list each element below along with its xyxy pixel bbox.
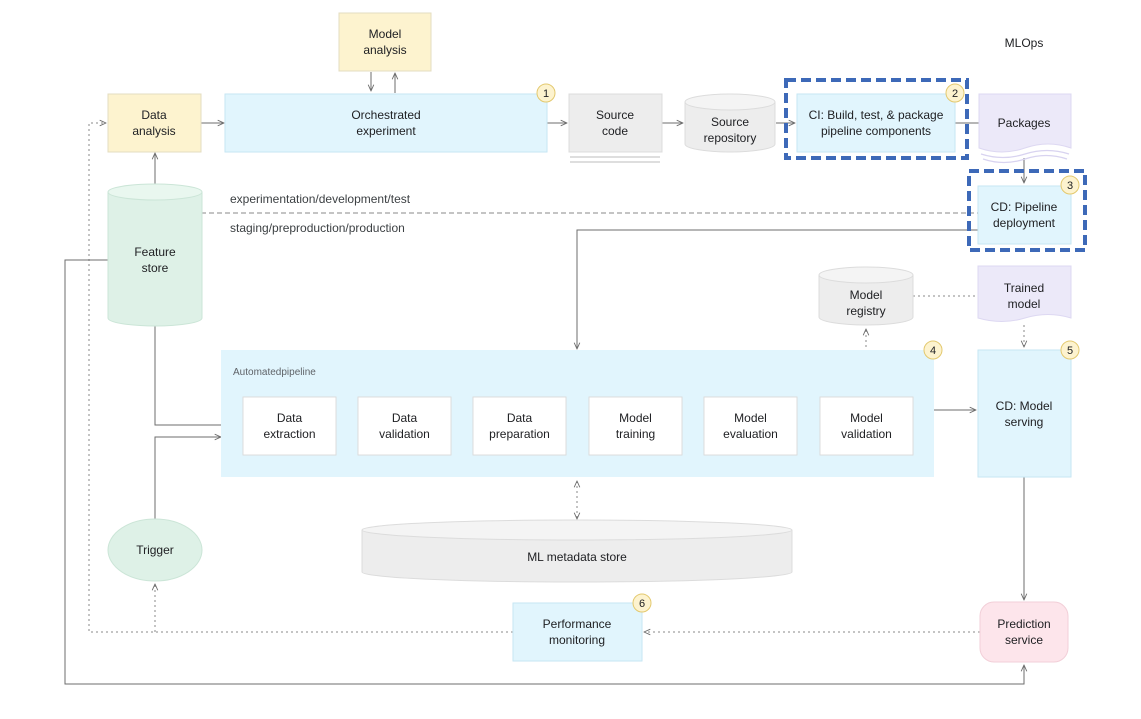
env-label-experimentation: experimentation/development/test: [230, 192, 411, 206]
pipeline-step-label: validation: [379, 427, 430, 441]
node-label: CD: Model: [996, 399, 1053, 413]
node-label: code: [602, 124, 628, 138]
step-badge-2: 2: [945, 83, 965, 103]
env-label-production: staging/preproduction/production: [230, 221, 405, 235]
pipeline-step-label: Data: [277, 411, 303, 425]
node-label: store: [142, 261, 169, 275]
badge-number: 6: [639, 598, 645, 610]
node-label: Source: [711, 115, 749, 129]
node-label: Trigger: [136, 543, 174, 557]
pipeline-step: Model validation: [819, 396, 914, 456]
node-label: Source: [596, 108, 634, 122]
node-label: CI: Build, test, & package: [809, 108, 944, 122]
node-label: Model: [369, 27, 402, 41]
automated-pipeline-container: Automatedpipeline: [221, 350, 934, 477]
node-label: serving: [1005, 415, 1044, 429]
connectors: [64, 72, 1024, 685]
source-repository-cylinder: Source repository: [684, 93, 776, 153]
step-badge-4: 4: [923, 340, 943, 360]
highlight-frame: [784, 78, 969, 160]
node-label: registry: [846, 304, 885, 318]
orchestrated-experiment-box: Orchestrated experiment: [224, 93, 548, 153]
pipeline-step: Model evaluation: [703, 396, 798, 456]
pipeline-step-label: validation: [841, 427, 892, 441]
cd-pipeline-deployment-box: CD: Pipeline deployment: [967, 169, 1087, 252]
step-badge-6: 6: [632, 593, 652, 613]
model-analysis-box: Model analysis: [338, 12, 432, 72]
model-registry-cylinder: Model registry: [818, 266, 914, 326]
node-label: Model: [850, 288, 883, 302]
step-badges: 1 2 3 4 5 6: [536, 83, 1080, 613]
ml-metadata-store-cylinder: ML metadata store: [361, 519, 793, 583]
pipeline-step-label: Model: [850, 411, 883, 425]
highlight-frame: [967, 169, 1087, 252]
source-code-box: Source code: [568, 93, 663, 163]
performance-monitoring-box: Performance monitoring: [512, 602, 643, 662]
prediction-service-box: Prediction service: [979, 601, 1069, 663]
node-label: Orchestrated: [351, 108, 420, 122]
pipeline-step: Data preparation: [472, 396, 567, 456]
cd-model-serving-box: CD: Model serving: [977, 349, 1072, 478]
pipeline-label: Automatedpipeline: [233, 367, 316, 378]
node-label: Prediction: [997, 617, 1050, 631]
node-label: analysis: [363, 43, 406, 57]
packages-box: Packages: [978, 93, 1072, 164]
node-label: Packages: [998, 116, 1051, 130]
trained-model-box: Trained model: [977, 265, 1072, 322]
node-label: pipeline components: [821, 124, 931, 138]
pipeline-step: Data validation: [357, 396, 452, 456]
pipeline-step-label: training: [616, 427, 655, 441]
pipeline-step-label: Data: [507, 411, 533, 425]
feature-store-cylinder: Feature store: [107, 183, 203, 327]
node-label: Trained: [1004, 281, 1044, 295]
pipeline-step-label: preparation: [489, 427, 550, 441]
data-analysis-box: Data analysis: [107, 93, 202, 153]
step-badge-3: 3: [1060, 175, 1080, 195]
trigger-ellipse: Trigger: [107, 518, 203, 582]
pipeline-step: Model training: [588, 396, 683, 456]
pipeline-step-label: Model: [619, 411, 652, 425]
ci-build-box: CI: Build, test, & package pipeline comp…: [784, 78, 969, 160]
node-label: monitoring: [549, 633, 605, 647]
badge-number: 5: [1067, 345, 1073, 357]
badge-number: 3: [1067, 180, 1073, 192]
pipeline-step-label: evaluation: [723, 427, 778, 441]
pipeline-step-label: extraction: [263, 427, 315, 441]
node-label: experiment: [356, 124, 416, 138]
badge-number: 4: [930, 345, 936, 357]
node-label: service: [1005, 633, 1043, 647]
node-label: deployment: [993, 216, 1056, 230]
step-badge-5: 5: [1060, 340, 1080, 360]
badge-number: 2: [952, 88, 958, 100]
badge-number: 1: [543, 88, 549, 100]
pipeline-step-label: Model: [734, 411, 767, 425]
step-badge-1: 1: [536, 83, 556, 103]
diagram-title: MLOps: [1005, 36, 1044, 50]
node-label: analysis: [132, 124, 175, 138]
pipeline-steps: Data extraction Data validation Data preparat…: [242, 396, 914, 456]
node-label: repository: [704, 131, 757, 145]
node-label: CD: Pipeline: [991, 200, 1058, 214]
node-label: Data: [141, 108, 167, 122]
node-label: model: [1008, 297, 1041, 311]
node-label: Performance: [543, 617, 612, 631]
pipeline-step-label: Data: [392, 411, 418, 425]
node-label: Feature: [134, 245, 176, 259]
pipeline-step: Data extraction: [242, 396, 337, 456]
node-label: ML metadata store: [527, 550, 627, 564]
